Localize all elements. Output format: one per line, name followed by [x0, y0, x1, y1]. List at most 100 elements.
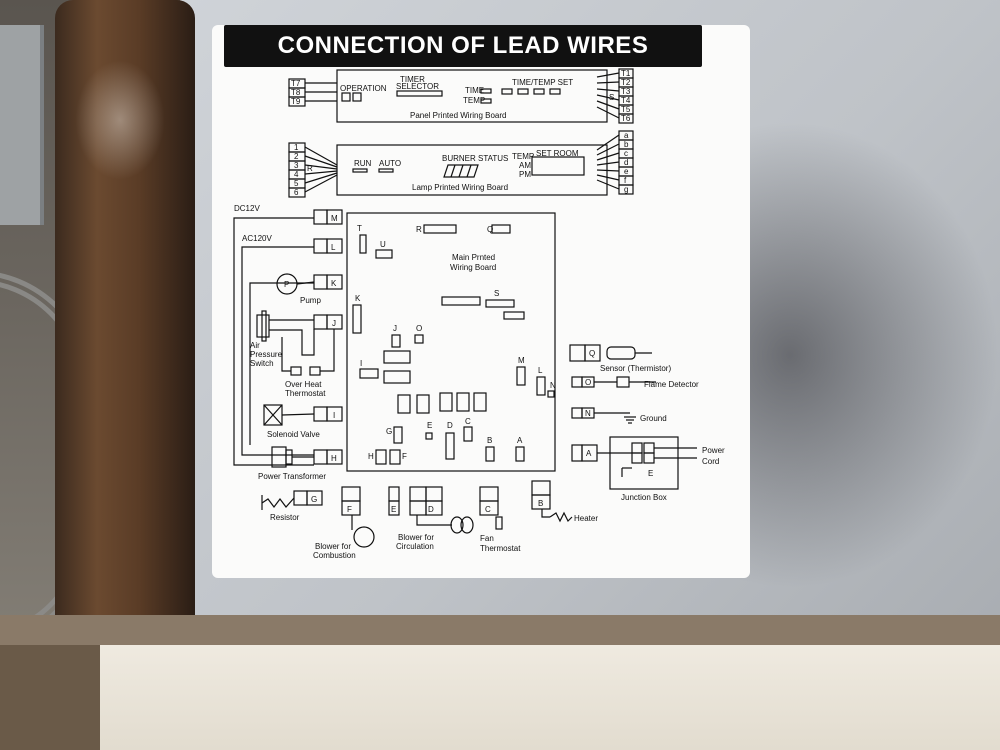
- terminal-1: 1: [294, 143, 299, 152]
- wiring-label: CONNECTION OF LEAD WIRES: [212, 25, 750, 578]
- terminal-t6: T6: [621, 114, 631, 123]
- conn-c: C: [465, 417, 471, 426]
- terminal-3: 3: [294, 161, 299, 170]
- lamp-connector-r: R: [307, 164, 313, 173]
- comp-letter-i: I: [333, 411, 335, 420]
- terminal-4: 4: [294, 170, 299, 179]
- terminal-b: b: [624, 140, 629, 149]
- conn-i: I: [360, 359, 362, 368]
- lamp-burner-label: BURNER STATUS: [442, 154, 508, 163]
- blower-combustion-1: Blower for: [315, 542, 351, 551]
- comp-letter-h: H: [331, 454, 337, 463]
- terminal-t3: T3: [621, 87, 631, 96]
- fan-thermostat-2: Thermostat: [480, 544, 521, 553]
- comp-letter-f: F: [347, 505, 352, 514]
- main-board-name-2: Wiring Board: [450, 263, 496, 272]
- lamp-am-label: AM: [519, 161, 531, 170]
- panel-board-box: [336, 69, 608, 123]
- sensor-label: Sensor (Thermistor): [600, 364, 671, 373]
- terminal-c: c: [624, 149, 628, 158]
- floor-left: [0, 645, 100, 750]
- comp-letter-k: K: [331, 279, 337, 288]
- flame-label: Flame Detector: [644, 380, 699, 389]
- blower-circulation-1: Blower for: [398, 533, 434, 542]
- panel-shadow: [700, 120, 1000, 590]
- panel-board-name: Panel Printed Wiring Board: [410, 111, 507, 120]
- comp-letter-j: J: [332, 319, 336, 328]
- terminal-5: 5: [294, 179, 299, 188]
- air-pressure-line-3: Switch: [250, 359, 274, 368]
- terminal-a: a: [624, 131, 629, 140]
- terminal-t4: T4: [621, 96, 631, 105]
- solenoid-label: Solenoid Valve: [267, 430, 320, 439]
- conn-t: T: [357, 224, 362, 233]
- junction-label: Junction Box: [621, 493, 667, 502]
- lamp-run-label: RUN: [354, 159, 372, 168]
- terminal-6: 6: [294, 188, 299, 197]
- panel-selector-label: SELECTOR: [396, 82, 439, 91]
- supply-dc12v: DC12V: [234, 204, 260, 213]
- panel-connector-s: S: [609, 93, 614, 102]
- white-floor: [100, 645, 1000, 750]
- comp-letter-b: B: [538, 499, 543, 508]
- terminal-f: f: [624, 176, 627, 185]
- conn-n: N: [550, 381, 556, 390]
- terminal-t9: T9: [291, 97, 301, 106]
- conn-f: F: [402, 452, 407, 461]
- conn-u: U: [380, 240, 386, 249]
- conn-g: G: [386, 427, 392, 436]
- comp-letter-d: D: [428, 505, 434, 514]
- lamp-setroom-label: SET ROOM: [536, 149, 579, 158]
- pump-label: Pump: [300, 296, 321, 305]
- power-cord-line-2: Cord: [702, 457, 719, 466]
- pump-symbol: P: [284, 280, 289, 289]
- junction-box: [609, 436, 679, 490]
- terminal-2: 2: [294, 152, 299, 161]
- overheat-line-2: Thermostat: [285, 389, 326, 398]
- overheat-line-1: Over Heat: [285, 380, 322, 389]
- conn-l: L: [538, 366, 543, 375]
- rusty-duct: [55, 0, 195, 640]
- conn-b: B: [487, 436, 492, 445]
- resistor-label: Resistor: [270, 513, 300, 522]
- comp-letter-n: N: [585, 409, 591, 418]
- terminal-t2: T2: [621, 78, 631, 87]
- terminal-e: e: [624, 167, 629, 176]
- lamp-auto-label: AUTO: [379, 159, 401, 168]
- comp-letter-a: A: [586, 449, 592, 458]
- blower-circulation-2: Circulation: [396, 542, 434, 551]
- comp-letter-l: L: [331, 243, 336, 252]
- title-bar: CONNECTION OF LEAD WIRES: [224, 25, 702, 67]
- conn-m: M: [518, 356, 525, 365]
- label-title: CONNECTION OF LEAD WIRES: [277, 32, 649, 59]
- comp-letter-m: M: [331, 214, 338, 223]
- supply-ac120v: AC120V: [242, 234, 272, 243]
- conn-r: R: [416, 225, 422, 234]
- comp-letter-e: E: [391, 505, 396, 514]
- conn-o: O: [416, 324, 422, 333]
- conn-a: A: [517, 436, 523, 445]
- air-pressure-line-1: Air: [250, 341, 260, 350]
- conn-d: D: [447, 421, 453, 430]
- panel-timer-label: TIMER: [400, 75, 425, 84]
- terminal-g: g: [624, 185, 628, 194]
- fan-thermostat-1: Fan: [480, 534, 494, 543]
- terminal-t8: T8: [291, 88, 301, 97]
- main-board-name-1: Main Prnted: [452, 253, 495, 262]
- conn-h: H: [368, 452, 374, 461]
- comp-letter-q: Q: [589, 349, 595, 358]
- terminal-t7: T7: [291, 79, 301, 88]
- rusty-ledge: [0, 615, 1000, 645]
- lamp-board-name: Lamp Printed Wiring Board: [412, 183, 508, 192]
- power-cord-line-1: Power: [702, 446, 725, 455]
- terminal-d: d: [624, 158, 628, 167]
- panel-operation-label: OPERATION: [340, 84, 387, 93]
- panel-temp-label: TEMP: [463, 96, 485, 105]
- wiring-diagram: OPERATION TIMER SELECTOR TIME TEMP TIME/…: [233, 68, 725, 560]
- terminal-t5: T5: [621, 105, 631, 114]
- panel-time-label: TIME: [465, 86, 484, 95]
- conn-e: E: [427, 421, 432, 430]
- conn-q: Q: [487, 225, 493, 234]
- lamp-pm-label: PM: [519, 170, 531, 179]
